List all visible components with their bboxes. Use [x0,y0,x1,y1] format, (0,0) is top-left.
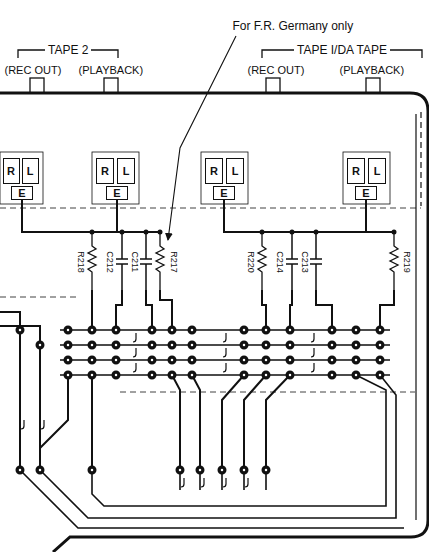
capacitor-symbol [310,232,322,290]
part-reference: C214 [274,251,284,273]
terminal-letter: E [220,188,227,199]
resistor-symbol [390,232,398,290]
part-reference: R217 [168,251,178,273]
jack-function: (REC OUT) [5,64,62,76]
jack-terminal: L [117,158,135,184]
group-label: TAPE 2 [45,44,91,57]
terminal-tab [366,78,380,93]
jack-terminal: E [355,186,377,200]
part-reference: C212 [104,251,114,273]
jack-terminal: E [213,186,235,200]
jack-terminal: L [226,158,244,184]
region-dashed-line [0,208,421,209]
resistor-symbol [258,232,266,290]
terminal-letter: R [101,166,109,177]
jack-frame [0,152,43,204]
jack-terminal: E [106,186,128,200]
note-text: For F.R. Germany only [233,20,354,33]
jack-terminal: L [22,158,39,184]
solder-dot [92,230,394,235]
region-dashed-line [420,112,421,206]
jack-terminal: E [11,186,33,200]
terminal-letter: E [113,188,120,199]
terminal-letter: L [232,166,239,177]
pcb-trace [22,200,394,232]
terminal-letter: R [352,166,360,177]
region-dashed-line [120,392,415,393]
terminal-letter: L [374,166,381,177]
board-outline [0,93,428,552]
jack-terminal: R [96,158,114,184]
jack-terminal: R [205,158,223,184]
region-dashed-line [0,297,80,298]
resistor-symbol [156,232,164,290]
terminal-letter: R [7,166,15,177]
terminal-tab [104,78,118,93]
board-edge-line [415,114,416,520]
jumper-wire [60,330,390,375]
pcb-trace [92,290,394,330]
terminal-letter: L [123,166,130,177]
jack-terminal: L [368,158,386,184]
jack-function: (PLAYBACK) [340,64,405,76]
jumper-mark [21,420,248,487]
jack-frame [343,152,390,204]
terminal-letter: E [362,188,369,199]
jack-function: (PLAYBACK) [79,64,144,76]
part-reference: R220 [245,251,255,273]
part-reference: C213 [299,251,309,273]
jack-frame [201,152,248,204]
resistor-symbol [88,232,96,290]
pcb-trace [92,375,290,470]
jack-frame [92,152,139,204]
pcb-trace [0,312,68,470]
pcb-trace [20,375,404,528]
jack-terminal: R [347,158,365,184]
jumper-mark [133,333,314,372]
terminal-tab [266,78,280,93]
part-reference: R218 [75,251,85,273]
capacitor-symbol [140,232,152,290]
solder-pad [20,330,380,470]
terminal-letter: E [18,188,25,199]
capacitor-symbol [116,232,128,290]
leader-line [168,36,236,240]
jack-terminal: R [3,158,20,184]
terminal-letter: L [27,166,34,177]
terminal-tab [30,78,44,93]
group-label: TAPE I/DA TAPE [294,44,390,57]
part-reference: C211 [129,252,139,273]
capacitor-symbol [286,232,298,290]
part-reference: R219 [401,251,411,273]
jack-function: (REC OUT) [248,64,305,76]
terminal-letter: R [210,166,218,177]
pad-hole [20,330,380,470]
